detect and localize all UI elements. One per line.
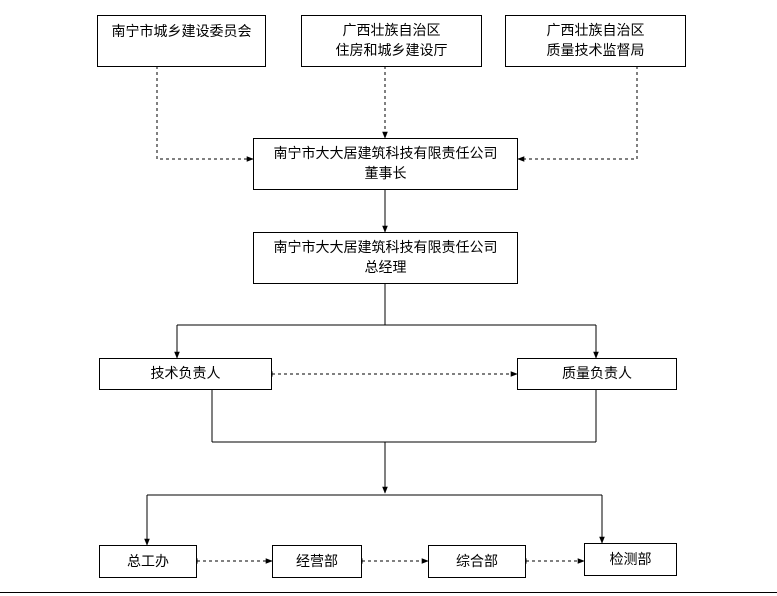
- box-quality-lead: 质量负责人: [517, 358, 677, 390]
- box-guangxi-quality: 广西壮族自治区 质量技术监督局: [505, 15, 686, 67]
- box-testing-label: 检测部: [609, 551, 652, 568]
- box-chairman: 南宁市大大居建筑科技有限责任公司 董事长: [253, 138, 518, 190]
- box-nanning-committee-label: 南宁市城乡建设委员会: [111, 24, 252, 40]
- box-operations-label: 经营部: [296, 553, 338, 570]
- bottom-edge-line: [0, 592, 777, 593]
- box-operations: 经营部: [272, 545, 362, 578]
- box-tech-lead-label: 技术负责人: [150, 366, 221, 382]
- box-quality-lead-label: 质量负责人: [562, 366, 632, 382]
- box-comprehensive: 综合部: [428, 545, 526, 578]
- box-general-office-label: 总工办: [127, 553, 169, 570]
- box-guangxi-housing: 广西壮族自治区 住房和城乡建设厅: [301, 15, 482, 67]
- box-general-manager: 南宁市大大居建筑科技有限责任公司 总经理: [253, 232, 518, 284]
- box-guangxi-quality-line2: 质量技术监督局: [546, 43, 645, 59]
- box-guangxi-housing-line2: 住房和城乡建设厅: [335, 43, 448, 59]
- box-general-manager-company: 南宁市大大居建筑科技有限责任公司: [273, 240, 498, 256]
- box-general-office: 总工办: [99, 545, 197, 578]
- box-general-manager-role: 总经理: [364, 260, 407, 276]
- box-chairman-role: 董事长: [364, 166, 407, 182]
- box-chairman-company: 南宁市大大居建筑科技有限责任公司: [273, 146, 498, 162]
- box-nanning-committee: 南宁市城乡建设委员会: [97, 15, 266, 67]
- dashed-committee-to-chairman: [156, 66, 254, 162]
- box-guangxi-quality-line1: 广西壮族自治区: [546, 23, 645, 39]
- dashed-quality-to-chairman: [517, 66, 638, 162]
- box-comprehensive-label: 综合部: [456, 553, 498, 570]
- box-tech-lead: 技术负责人: [99, 358, 272, 390]
- box-testing: 检测部: [584, 543, 677, 576]
- box-guangxi-housing-line1: 广西壮族自治区: [342, 23, 441, 39]
